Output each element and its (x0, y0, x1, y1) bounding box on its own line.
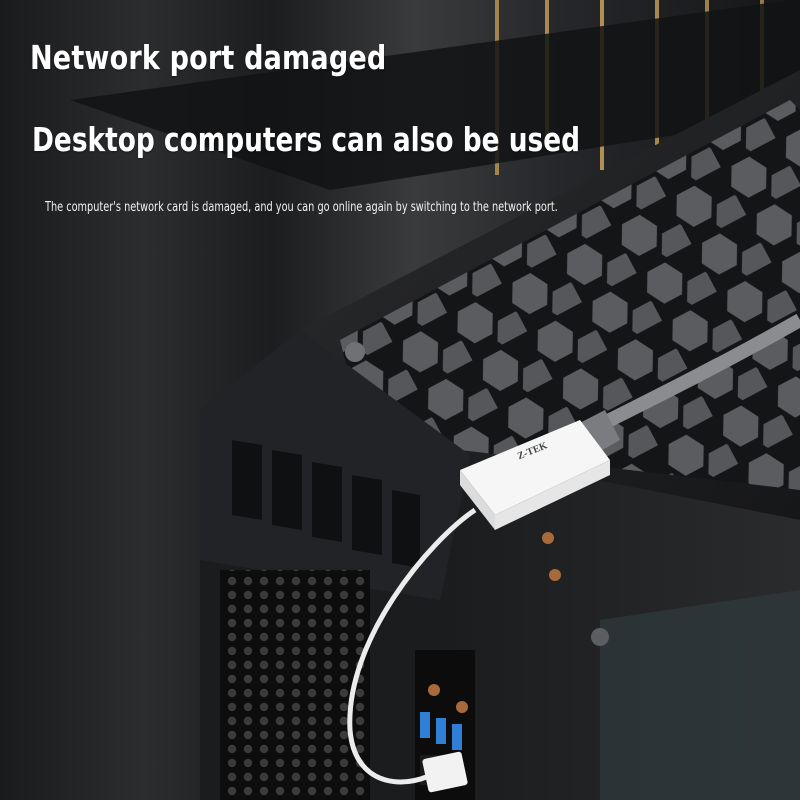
ethernet-cable (586, 313, 800, 437)
usb-port-3[interactable] (452, 724, 462, 750)
usb-plug (422, 751, 468, 793)
caption: The computer's network card is damaged, … (45, 200, 558, 215)
side-window (600, 590, 800, 800)
background-shelf (70, 0, 800, 190)
headline: Network port damaged (30, 38, 387, 77)
top-screw (345, 342, 365, 362)
usb-port-1[interactable] (420, 712, 430, 738)
top-honeycomb-grille (340, 100, 800, 490)
front-vent-slats (232, 440, 420, 568)
usb-ethernet-adapter (460, 420, 610, 530)
usb-port-2[interactable] (436, 718, 446, 744)
front-mesh (220, 570, 370, 800)
subheadline: Desktop computers can also be used (32, 120, 581, 159)
usb-cable (347, 507, 477, 785)
